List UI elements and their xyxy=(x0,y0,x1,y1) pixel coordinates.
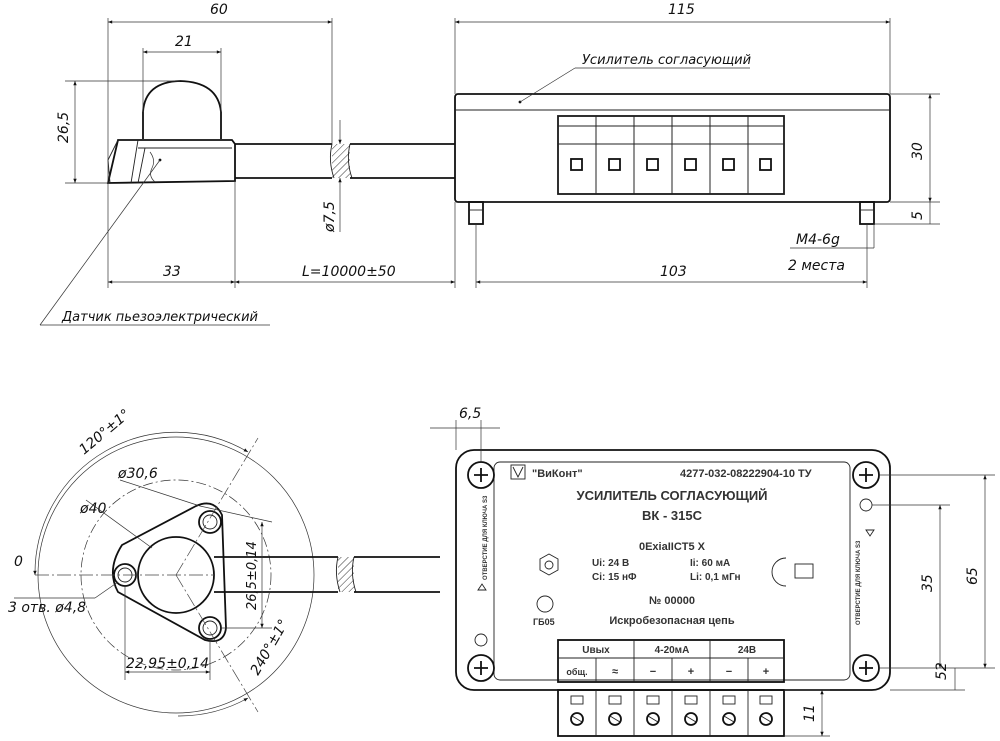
term-label-plus-2: + xyxy=(763,666,769,678)
dim-52: 52 xyxy=(934,662,950,680)
dim-33: 33 xyxy=(163,264,181,280)
dim-40: ø40 xyxy=(79,501,106,517)
thread-qty: 2 места xyxy=(788,258,845,274)
dim-21: 21 xyxy=(175,34,193,50)
brand-label: "ВиКонт" xyxy=(532,468,583,480)
dim-26-5-tol: 26,5±0,14 xyxy=(245,541,260,610)
term-label-common: общ. xyxy=(566,667,587,677)
dim-L: L=10000±50 xyxy=(302,264,396,280)
sensor-plan-view xyxy=(14,431,440,717)
amplifier-caption: Усилитель согласующий xyxy=(582,53,751,68)
sensor-caption: Датчик пьезоэлектрический xyxy=(61,310,258,325)
terminal-table xyxy=(557,639,785,683)
angle-240: 240°±1° xyxy=(248,617,293,678)
dim-60: 60 xyxy=(210,2,228,18)
term-header-uout: Uвых xyxy=(582,645,610,656)
term-label-minus-1: − xyxy=(650,666,656,678)
top-dimensions xyxy=(39,18,940,326)
top-view: 60 115 21 26,5 30 5 ø7,5 33 L=10000±50 1… xyxy=(39,2,940,326)
terminal-screws xyxy=(557,689,785,737)
amplifier-plan-view xyxy=(430,420,995,737)
term-label-plus-1: + xyxy=(688,666,694,678)
dim-7-5: ø7,5 xyxy=(322,201,338,233)
dim-11: 11 xyxy=(802,704,818,722)
term-label-ac: ≈ xyxy=(612,666,618,678)
plate-model: ВК - 315С xyxy=(642,508,703,523)
thread-spec: M4-6g xyxy=(796,232,840,248)
zero-mark: 0 xyxy=(14,554,23,570)
dim-103: 103 xyxy=(660,264,687,280)
angle-120: 120°±1° xyxy=(76,406,133,458)
plate-title: УСИЛИТЕЛЬ СОГЛАСУЮЩИЙ xyxy=(576,488,767,503)
serial-number: № 00000 xyxy=(649,595,695,607)
safe-circuit: Искробезопасная цепь xyxy=(609,615,734,627)
dim-6-5: 6,5 xyxy=(459,406,481,422)
term-header-24v: 24В xyxy=(738,645,756,656)
ii-value: Ii: 60 мА xyxy=(690,558,730,569)
term-header-current: 4-20мА xyxy=(655,645,690,656)
term-label-minus-2: − xyxy=(726,666,732,678)
dim-30-6: ø30,6 xyxy=(117,466,158,482)
ex-marking: 0ExiaIICT5 X xyxy=(639,541,706,553)
li-value: Li: 0,1 мГн xyxy=(690,572,741,583)
dim-115: 115 xyxy=(668,2,695,18)
tu-label: 4277-032-08222904-10 ТУ xyxy=(680,468,812,480)
dim-65: 65 xyxy=(965,567,981,585)
amplifier-side-view xyxy=(454,93,891,225)
sensor-side-view xyxy=(106,80,455,184)
dim-5: 5 xyxy=(910,211,926,220)
key-hole-right: ОТВЕРСТИЕ ДЛЯ КЛЮЧА S3 xyxy=(856,540,862,625)
ci-value: Ci: 15 нФ xyxy=(592,572,637,583)
holes-spec: 3 отв. ø4,8 xyxy=(8,600,86,616)
ui-value: Ui: 24 В xyxy=(592,558,629,569)
dim-22-95: 22,95±0,14 xyxy=(126,656,209,672)
gb-mark: ГБ05 xyxy=(533,617,555,627)
dim-30: 30 xyxy=(910,142,926,160)
terminal-cells xyxy=(557,115,785,195)
dim-35: 35 xyxy=(920,574,936,592)
key-hole-left: ОТВЕРСТИЕ ДЛЯ КЛЮЧА S3 xyxy=(483,495,489,580)
dim-26-5: 26,5 xyxy=(56,112,72,143)
